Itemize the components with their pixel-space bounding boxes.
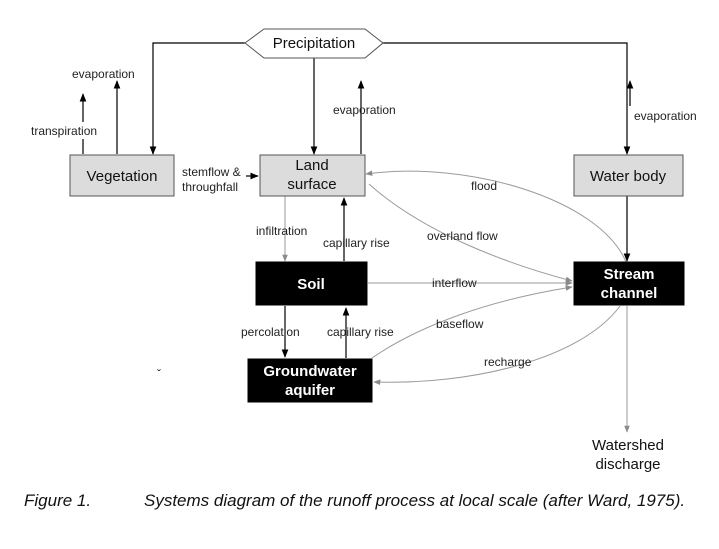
precipitation-node: Precipitation bbox=[244, 28, 384, 59]
percolation-label: percolation bbox=[241, 325, 300, 339]
stream-channel-label-line1: Stream bbox=[604, 266, 655, 283]
groundwater-label-line2: aquifer bbox=[285, 382, 335, 399]
water-body-label: Water body bbox=[590, 168, 667, 185]
evaporation-vegetation-label: evaporation bbox=[72, 67, 135, 81]
land-surface-label-line2: surface bbox=[287, 176, 336, 193]
figure-number: Figure 1. bbox=[24, 491, 92, 510]
watershed-label-line1: Watershed bbox=[592, 437, 664, 454]
recharge-arrow bbox=[373, 305, 621, 385]
soil-label: Soil bbox=[297, 276, 325, 293]
baseflow-arrow bbox=[371, 285, 573, 359]
recharge-label: recharge bbox=[484, 355, 532, 369]
evaporation-land-label: evaporation bbox=[333, 103, 396, 117]
groundwater-aquifer-node: Groundwater aquifer bbox=[247, 358, 373, 403]
vegetation-label: Vegetation bbox=[87, 168, 158, 185]
land-surface-label-line1: Land bbox=[295, 157, 328, 174]
overland-flow-arrow bbox=[368, 183, 573, 283]
infiltration-label: infiltration bbox=[256, 224, 307, 238]
stray-mark: ˇ bbox=[157, 367, 161, 381]
land-surface-node: Land surface bbox=[259, 154, 366, 197]
evaporation-water-label: evaporation bbox=[634, 109, 697, 123]
vegetation-node: Vegetation bbox=[69, 154, 175, 197]
flood-label: flood bbox=[471, 179, 497, 193]
capillary-rise-soil-label: capillary rise bbox=[323, 236, 390, 250]
stemflow-label-line2: throughfall bbox=[182, 180, 238, 194]
stemflow-label-line1: stemflow & bbox=[182, 165, 241, 179]
watershed-label-line2: discharge bbox=[595, 456, 660, 473]
baseflow-label: baseflow bbox=[436, 317, 484, 331]
stream-channel-node: Stream channel bbox=[573, 261, 685, 306]
precipitation-label: Precipitation bbox=[273, 35, 356, 52]
precip-to-vegetation-arrow bbox=[149, 42, 245, 155]
precip-to-waterbody-arrow bbox=[383, 42, 631, 155]
watershed-discharge-node: Watershed discharge bbox=[592, 437, 664, 473]
capillary-rise-aquifer-label: capillary rise bbox=[327, 325, 394, 339]
figure-caption-text: Systems diagram of the runoff process at… bbox=[144, 491, 686, 510]
interflow-label: interflow bbox=[432, 276, 477, 290]
soil-node: Soil bbox=[255, 261, 368, 306]
stream-channel-label-line2: channel bbox=[601, 285, 658, 302]
overland-flow-label: overland flow bbox=[427, 229, 498, 243]
transpiration-label: transpiration bbox=[31, 124, 97, 138]
groundwater-label-line1: Groundwater bbox=[263, 363, 357, 380]
water-body-node: Water body bbox=[573, 154, 684, 197]
flood-arrow bbox=[365, 170, 627, 263]
